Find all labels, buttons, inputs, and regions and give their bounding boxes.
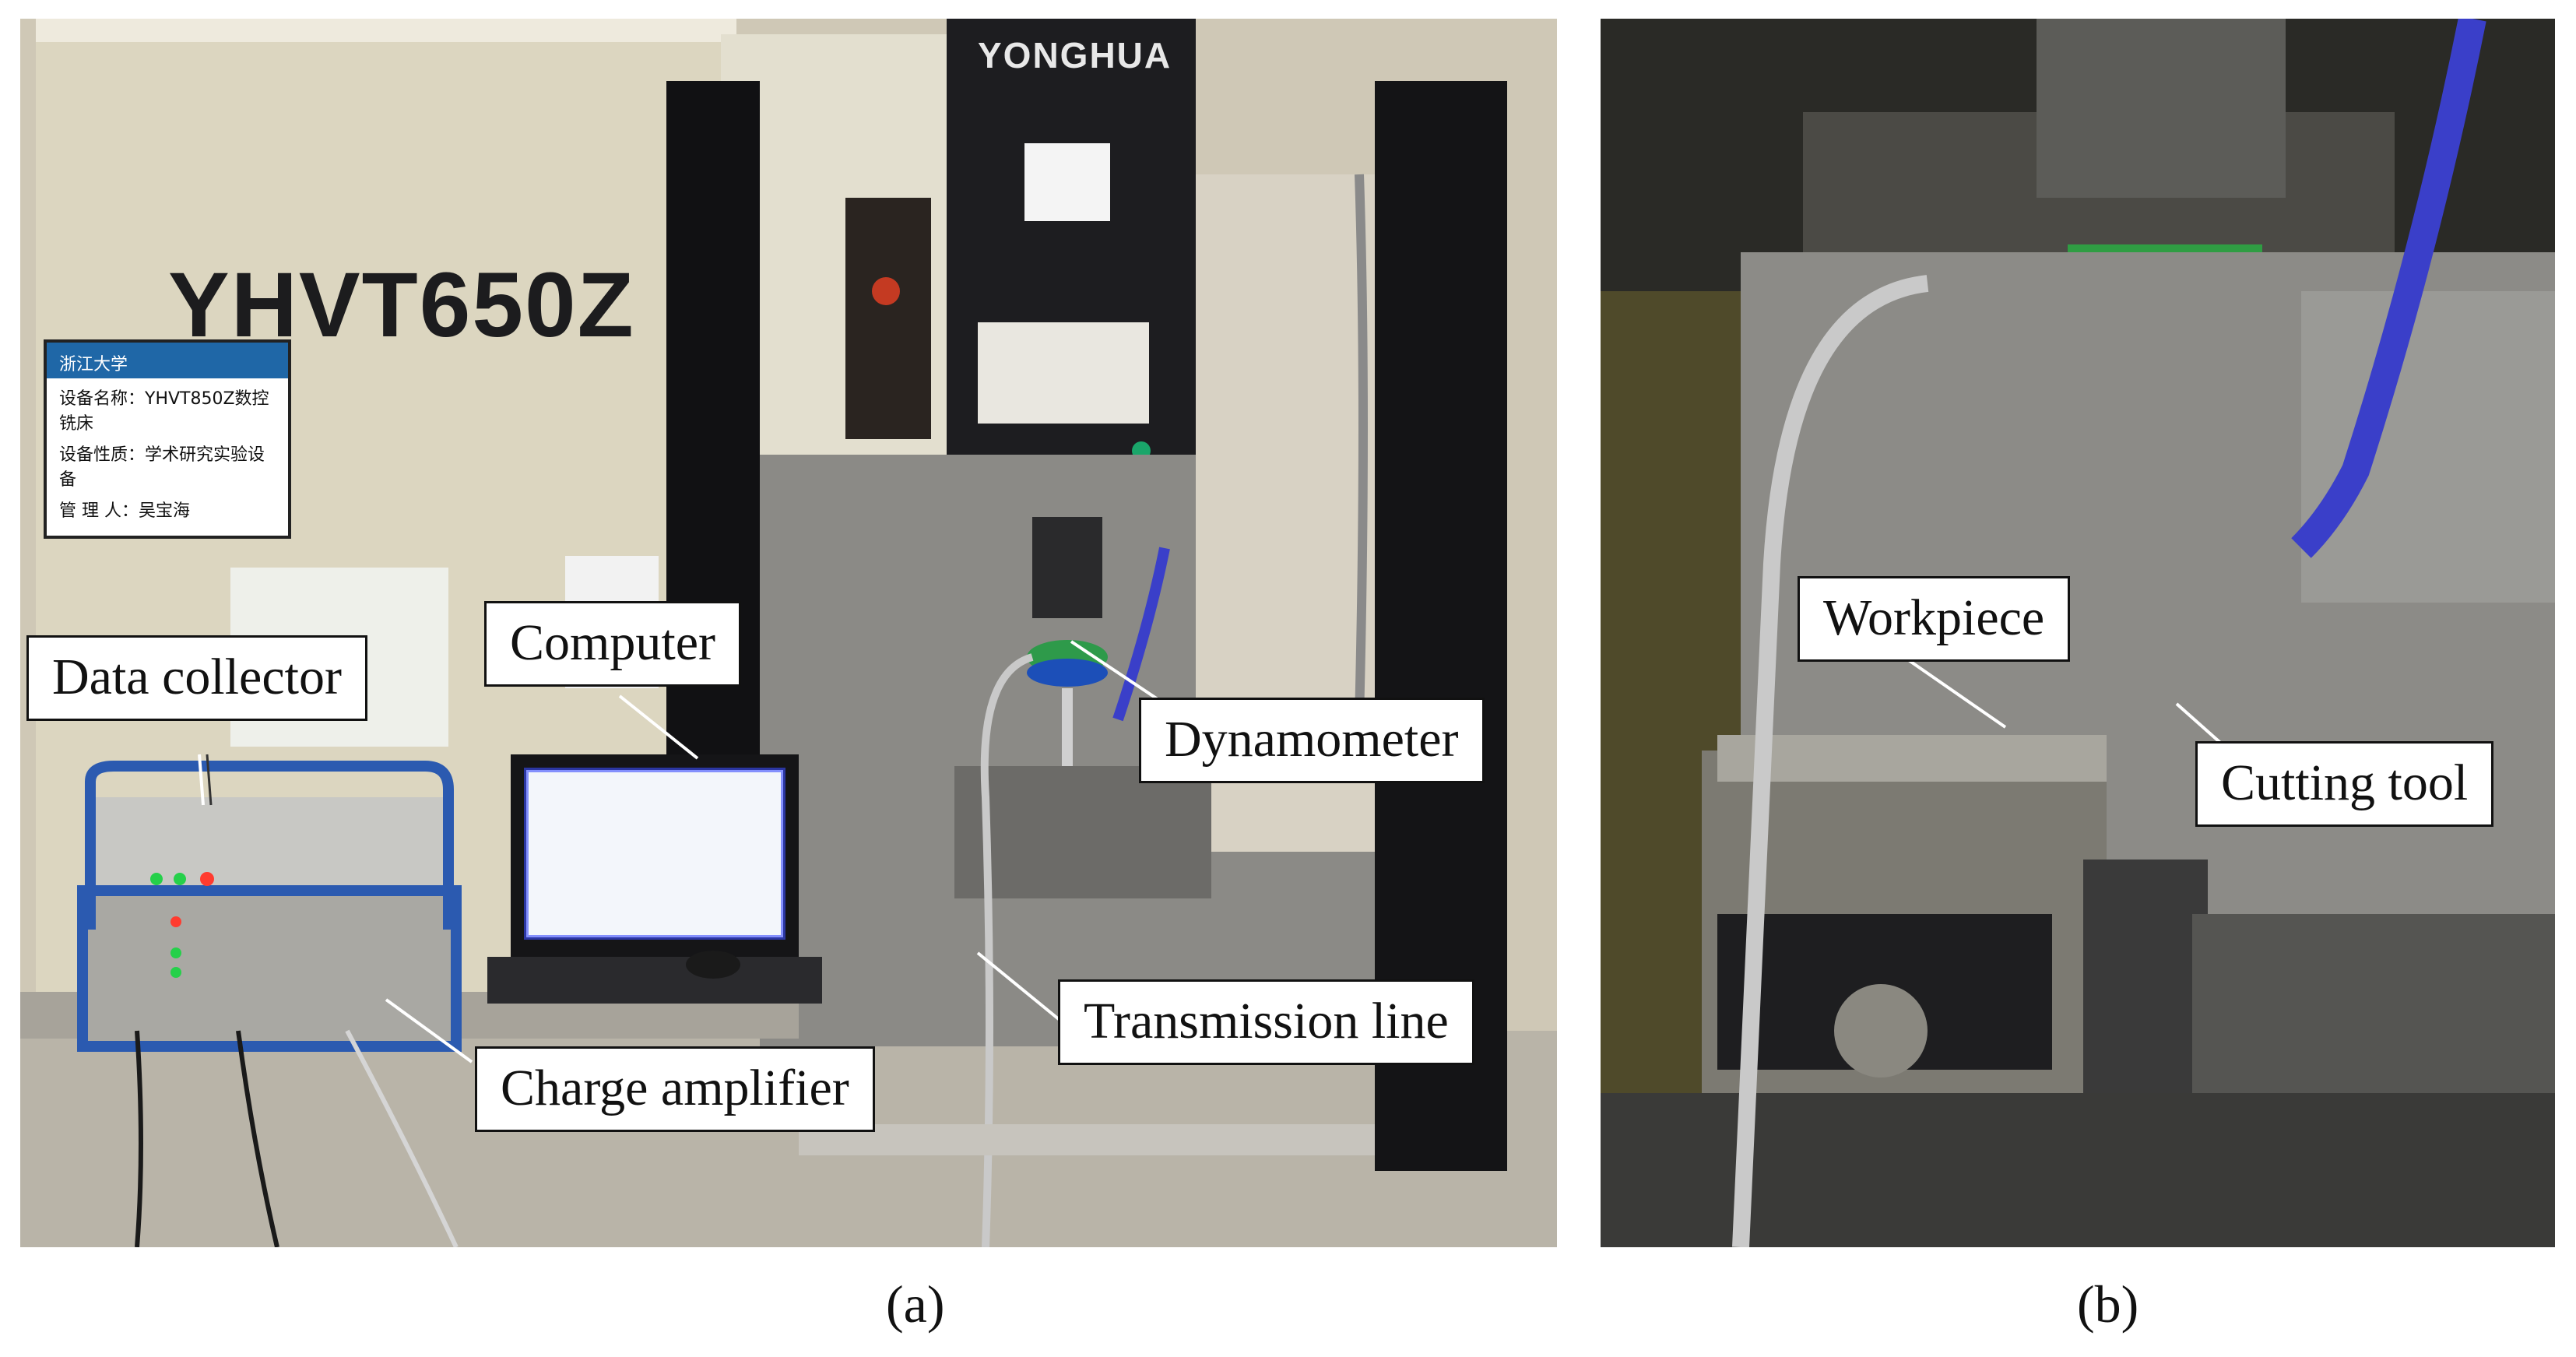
label-cutting-tool: Cutting tool [2195, 741, 2494, 827]
plate-line-2: 设备性质：学术研究实验设备 [59, 445, 265, 490]
label-dynamometer: Dynamometer [1139, 698, 1485, 783]
caption-b: (b) [2077, 1274, 2139, 1334]
label-workpiece: Workpiece [1798, 576, 2071, 662]
plate-header: 浙江大学 [47, 343, 288, 378]
equipment-plate: 浙江大学 设备名称：YHVT850Z数控铣床 设备性质：学术研究实验设备 管 理… [44, 339, 291, 539]
brand-text: YONGHUA [978, 35, 1172, 76]
machine-photo-b [1601, 19, 2555, 1247]
photo-panel-b: Workpiece Cutting tool [1601, 19, 2555, 1247]
caption-a: (a) [886, 1274, 945, 1334]
plate-line-1: 设备名称：YHVT850Z数控铣床 [59, 389, 269, 434]
label-computer: Computer [484, 601, 741, 687]
photo-panel-a: YHVT650Z YONGHUA 浙江大学 设备名称：YHVT850Z数控铣床 … [20, 19, 1557, 1247]
plate-line-3: 管 理 人：吴宝海 [59, 501, 190, 521]
label-data-collector: Data collector [26, 635, 367, 721]
label-transmission-line: Transmission line [1058, 979, 1474, 1065]
label-charge-amplifier: Charge amplifier [475, 1046, 875, 1132]
